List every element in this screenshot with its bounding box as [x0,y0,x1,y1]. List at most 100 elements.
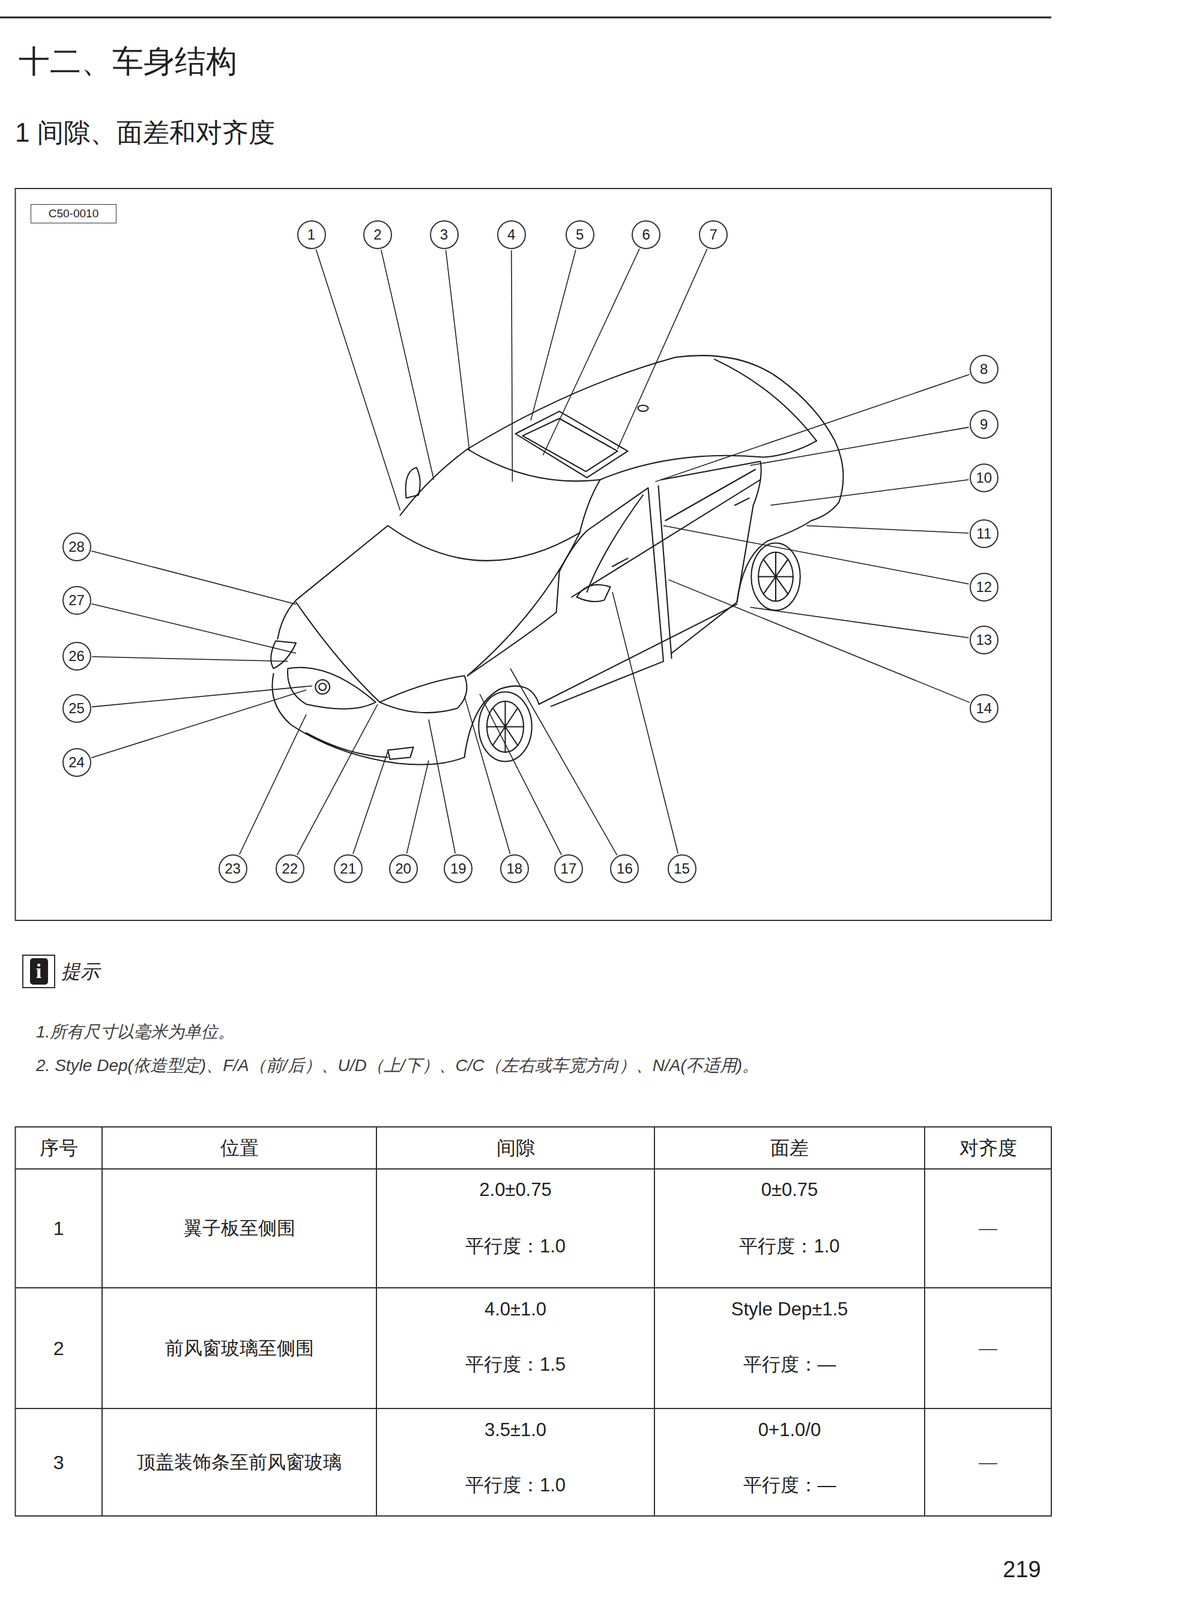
node-text: 21 [339,860,357,878]
table-header: 面差 [770,1136,809,1160]
callout-circle: 27 [62,585,92,615]
node-text: 18 [506,860,523,878]
node-text: 19 [450,860,467,878]
callout-circle: 3 [429,220,459,250]
node-text: 6 [641,226,650,244]
node-text: 23 [224,860,241,878]
leader-line [464,695,511,854]
leader-line [428,719,456,854]
note-heading: 提示 [61,960,100,983]
page-title: 十二、车身结构 [18,42,238,80]
callout-circle: 21 [333,854,363,884]
page-number: 219 [1002,1556,1041,1584]
table-rule [375,1126,378,1517]
leader-line [806,525,969,534]
table-cell: 平行度：— [743,1473,837,1497]
table-cell: 平行度：1.5 [465,1353,566,1376]
table-header: 位置 [220,1136,259,1160]
table-cell: 平行度：1.0 [465,1473,566,1497]
table-cell: 2 [53,1336,65,1360]
note-text: 2. Style Dep(依造型定)、F/A（前/后）、U/D（上/下）、C/C… [36,1055,759,1076]
node-text: 4 [507,226,516,244]
leader-line [446,250,470,452]
table-cell: 平行度：1.0 [739,1235,840,1258]
table-rule [653,1126,656,1517]
leader-line [770,479,970,506]
leader-line [91,604,296,654]
node-text: 10 [975,469,992,487]
table-cell: 平行度：1.0 [465,1235,566,1258]
table-header: 间隙 [496,1136,535,1160]
table-cell: 0+1.0/0 [758,1418,821,1441]
table-rule [15,1287,1052,1289]
node-text: 16 [616,860,633,878]
node-text: 8 [979,360,988,378]
callout-circle: 2 [363,220,393,250]
callout-circle: 24 [62,748,92,777]
callout-circle: 10 [969,463,999,493]
callout-circle: 18 [500,854,529,884]
callout-circle: 13 [969,625,999,655]
car-grille [287,667,376,710]
node-text: 15 [673,860,690,878]
info-icon: i [22,954,56,989]
car-sunroof [515,411,629,478]
car-roof-rail [600,440,817,480]
note-text: 1.所有尺寸以毫米为单位。 [36,1021,235,1043]
car-roof [399,355,843,521]
leader-line [750,427,970,466]
table-cell: 1 [53,1217,65,1240]
leader-line [612,591,678,854]
car-illustration [270,355,843,765]
table-cell: — [978,1451,998,1474]
callout-circle: 6 [631,220,661,250]
leader-line [315,249,400,511]
table-cell: Style Dep±1.5 [731,1298,849,1321]
callout-circle: 14 [969,694,999,723]
callout-circle: 25 [62,694,92,723]
node-text: 22 [281,860,298,878]
table-rule [15,1407,1052,1410]
car-logo [318,683,327,691]
table-header: 序号 [39,1136,79,1160]
table-cell: 前风窗玻璃至侧围 [165,1337,315,1360]
node-text: C50-0010 [48,207,99,221]
top-rule [0,16,1052,19]
table-rule [101,1126,103,1517]
callout-circle: 17 [554,854,583,884]
node-text: 11 [976,525,992,543]
callout-circle: 11 [969,519,999,549]
node-text: 26 [68,647,85,665]
car-hood [277,525,580,703]
callout-circle: 4 [497,220,526,250]
callout-circle: 26 [62,641,92,671]
car-b-pillar [658,485,672,659]
table-cell: 2.0±0.75 [479,1178,552,1201]
callout-circle: 28 [62,532,92,562]
table-cell: 3.5±1.0 [484,1418,547,1441]
car-logo [315,679,330,695]
leader-line [91,689,307,758]
node-text: 1 [307,226,316,244]
leader-line [542,248,640,456]
car-mirror [405,467,611,602]
leader-line [663,525,970,585]
table-cell: 0±0.75 [761,1178,819,1201]
node-text: 17 [560,860,577,878]
callout-circle: 16 [610,854,639,884]
table-rule [15,1168,1052,1170]
table-grid [15,1126,1052,1517]
leader-line [668,579,971,703]
node-text: 7 [709,226,718,244]
car-rear-door [661,461,762,654]
car-rear-spokes [758,552,794,602]
callout-circle: 1 [297,220,327,250]
leader-lines [91,248,970,855]
table-cell: — [978,1337,998,1360]
callout-circle: 15 [667,854,697,884]
leader-line [91,656,288,662]
car-rear-window [714,359,817,441]
table-cell: 3 [53,1450,65,1474]
node-text: 28 [68,538,85,556]
